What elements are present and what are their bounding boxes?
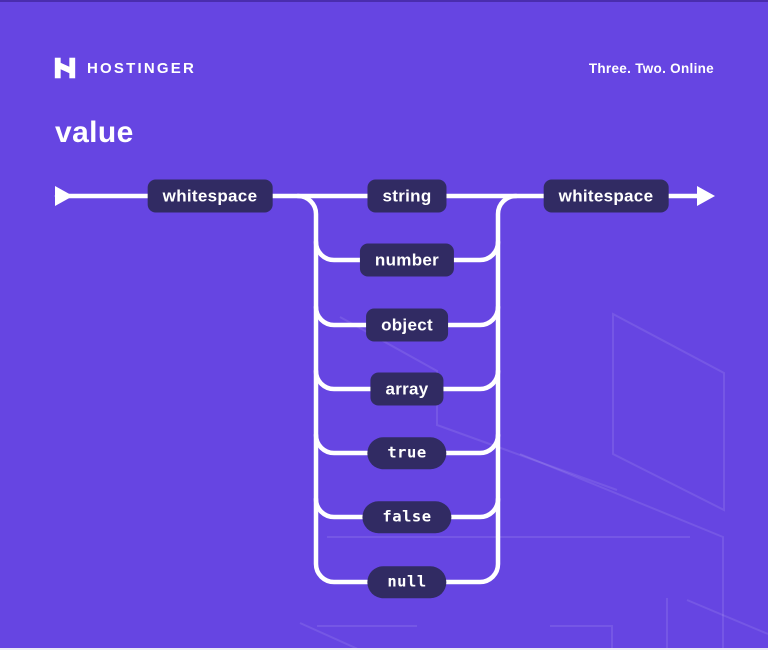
node-whitespace-end: whitespace xyxy=(543,179,669,213)
bottom-edge-strip xyxy=(0,648,768,650)
node-number: number xyxy=(359,243,455,277)
page-title: value xyxy=(55,116,134,149)
node-string: string xyxy=(367,179,447,213)
arrow-right-icon xyxy=(697,186,715,206)
node-false: false xyxy=(362,501,452,533)
node-whitespace-start: whitespace xyxy=(147,179,273,213)
header-tagline: Three. Two. Online xyxy=(588,60,714,76)
node-null: null xyxy=(367,566,447,598)
brand-text: HOSTINGER xyxy=(87,59,196,77)
node-array: array xyxy=(370,372,444,406)
node-true: true xyxy=(367,437,447,469)
header: HOSTINGER Three. Two. Online xyxy=(52,54,714,82)
hostinger-logo: HOSTINGER xyxy=(52,55,196,81)
top-edge-strip xyxy=(0,0,768,2)
node-object: object xyxy=(366,308,448,342)
arrow-right-icon xyxy=(55,186,73,206)
hostinger-h-icon xyxy=(52,55,78,81)
